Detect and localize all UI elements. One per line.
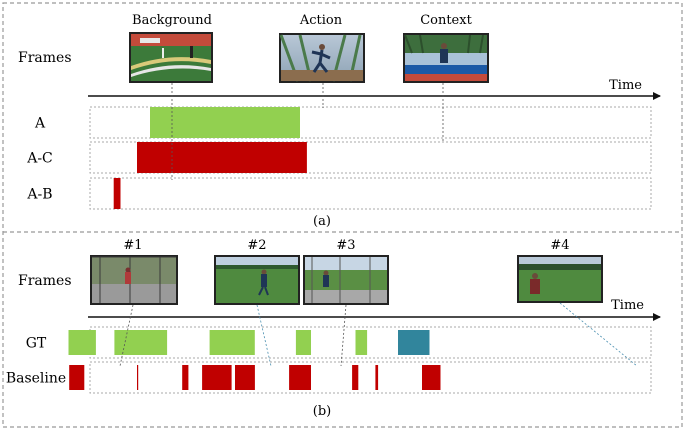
bottom-row-segment-0-1 bbox=[114, 330, 168, 355]
bottom-row-segment-1-6 bbox=[352, 365, 359, 390]
bottom-row-label-0: GT bbox=[26, 336, 47, 352]
bottom-row-segment-1-7 bbox=[375, 365, 379, 390]
top-row-frame-2 bbox=[89, 177, 652, 210]
bottom-row-segment-1-8 bbox=[422, 365, 441, 390]
bottom-rows: GT Baseline bbox=[6, 326, 652, 394]
frame-caption-3: #3 bbox=[336, 238, 355, 253]
frame-caption-action: Action bbox=[299, 13, 343, 28]
connector-2 bbox=[256, 304, 272, 367]
frame-thumbnail-4 bbox=[517, 255, 603, 303]
frame-thumbnail-1 bbox=[90, 255, 178, 305]
bottom-row-segment-0-2 bbox=[209, 330, 255, 355]
bottom-row-segment-1-0 bbox=[69, 365, 85, 390]
top-connectors bbox=[171, 83, 444, 180]
top-row-label-2: A-B bbox=[26, 187, 52, 203]
frame-caption-background: Background bbox=[132, 13, 212, 28]
top-row-segment-2-0 bbox=[113, 178, 121, 209]
bottom-row-segment-0-4 bbox=[355, 330, 368, 355]
bottom-row-segment-1-2 bbox=[182, 365, 189, 390]
top-row-label-1: A-C bbox=[26, 151, 53, 167]
bottom-row-segment-1-3 bbox=[202, 365, 232, 390]
frame-thumbnail-context bbox=[403, 33, 489, 83]
top-row-label-0: A bbox=[34, 116, 46, 132]
bottom-row-segment-1-5 bbox=[289, 365, 311, 390]
frame-thumbnail-action bbox=[279, 33, 365, 83]
top-caption: (a) bbox=[313, 214, 331, 229]
bottom-row-frame-0 bbox=[89, 326, 652, 359]
bottom-caption: (b) bbox=[313, 404, 331, 419]
top-row-frame-0 bbox=[89, 106, 652, 139]
frame-caption-4: #4 bbox=[550, 238, 569, 253]
top-row-segment-1-0 bbox=[137, 142, 307, 173]
bottom-row-segment-0-3 bbox=[295, 330, 311, 355]
frame-caption-1: #1 bbox=[123, 238, 142, 253]
bottom-frames-label: Frames bbox=[18, 273, 72, 289]
top-rows: A A-C A-B bbox=[26, 106, 652, 210]
bottom-row-segment-1-4 bbox=[235, 365, 255, 390]
top-frames-label: Frames bbox=[18, 50, 72, 66]
connector-4 bbox=[559, 302, 638, 367]
frame-caption-context: Context bbox=[420, 13, 472, 28]
top-row-frame-1 bbox=[89, 141, 652, 174]
bottom-row-segment-0-0 bbox=[68, 330, 96, 355]
bottom-row-label-1: Baseline bbox=[6, 371, 66, 387]
bottom-row-frame-1 bbox=[89, 361, 652, 394]
bottom-row-segment-1-1 bbox=[137, 365, 139, 390]
frame-caption-2: #2 bbox=[247, 238, 266, 253]
bottom-time-label: Time bbox=[611, 298, 644, 313]
frame-thumbnail-2 bbox=[214, 255, 300, 305]
top-row-segment-0-0 bbox=[150, 107, 300, 138]
top-time-label: Time bbox=[609, 78, 642, 93]
frame-thumbnail-3 bbox=[303, 255, 389, 305]
bottom-extra-segment-0-0 bbox=[398, 330, 430, 355]
bottom-connectors bbox=[119, 302, 638, 367]
connector-3 bbox=[340, 304, 347, 367]
frame-thumbnail-background bbox=[129, 32, 213, 83]
